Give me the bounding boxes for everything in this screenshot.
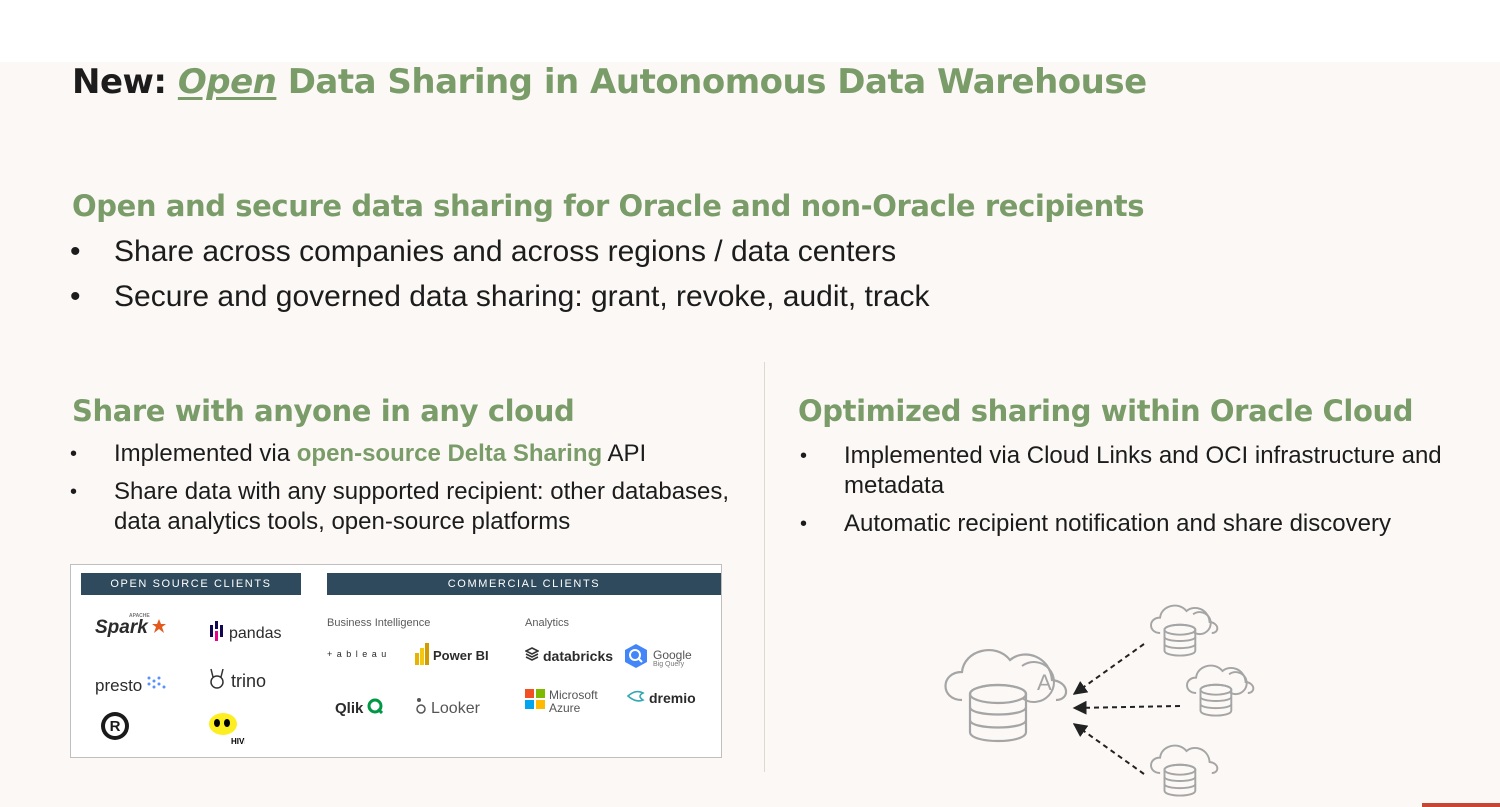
analytics-label: Analytics xyxy=(525,617,570,629)
bunny-icon xyxy=(207,668,227,695)
section-heading-any-cloud: Share with anyone in any cloud xyxy=(72,394,575,428)
cloud-sharing-diagram: A xyxy=(944,604,1255,797)
looker-icon xyxy=(415,697,427,720)
page-title: New: Open Data Sharing in Autonomous Dat… xyxy=(72,62,1147,102)
microsoft-azure-logo: Microsoft Azure xyxy=(525,689,598,714)
presto-dots-icon xyxy=(146,675,168,696)
databricks-logo: databricks xyxy=(524,647,613,664)
business-intelligence-label: Business Intelligence xyxy=(327,617,431,629)
power-bi-logo: Power BI xyxy=(415,643,489,668)
rust-gear-icon: R xyxy=(99,710,131,747)
oracle-red-accent xyxy=(1422,803,1500,807)
google-text: Google xyxy=(653,648,692,662)
rust-logo: R xyxy=(99,710,131,747)
spark-logo: Spark xyxy=(95,617,166,639)
star-icon xyxy=(151,617,166,639)
section1-bullet-list: Share across companies and across region… xyxy=(70,229,930,319)
hive-logo: HIVE xyxy=(205,710,250,751)
bigquery-icon xyxy=(623,643,649,674)
column-divider xyxy=(764,362,765,772)
qlik-q-icon xyxy=(367,698,384,718)
top-band xyxy=(0,0,1500,62)
cloud-database-icon xyxy=(1150,604,1219,657)
svg-text:A: A xyxy=(1037,670,1052,695)
list-item: Share across companies and across region… xyxy=(70,229,930,274)
commercial-clients-header: COMMERCIAL CLIENTS xyxy=(327,573,721,595)
dashed-arrow-icon xyxy=(1072,643,1145,695)
list-item: Implemented via Cloud Links and OCI infr… xyxy=(800,441,1480,501)
cloud-database-icon: A xyxy=(944,649,1068,742)
list-item: Share data with any supported recipient:… xyxy=(70,477,770,537)
google-bigquery-logo: Google Big Query xyxy=(623,643,692,674)
cloud-database-icon xyxy=(1186,664,1255,717)
dremio-fish-icon xyxy=(626,689,645,706)
section-heading-oracle-cloud: Optimized sharing within Oracle Cloud xyxy=(798,394,1414,428)
dashed-arrow-icon xyxy=(1072,723,1145,775)
power-bi-icon xyxy=(415,643,429,668)
looker-logo: Looker xyxy=(415,697,480,720)
clients-panel: OPEN SOURCE CLIENTS COMMERCIAL CLIENTS S… xyxy=(70,564,722,758)
open-source-clients-header: OPEN SOURCE CLIENTS xyxy=(81,573,301,595)
list-item: Automatic recipient notification and sha… xyxy=(800,509,1480,539)
dashed-arrow-icon xyxy=(1072,700,1181,715)
microsoft-text: Microsoft xyxy=(549,688,598,702)
azure-text: Azure xyxy=(549,700,581,715)
cloud-database-icon xyxy=(1150,744,1219,797)
hive-bee-icon: HIVE xyxy=(205,710,250,751)
oracle-cloud-bullet-list: Implemented via Cloud Links and OCI infr… xyxy=(800,441,1480,539)
qlik-logo: Qlik xyxy=(335,698,384,718)
presto-logo: presto xyxy=(95,675,168,696)
svg-text:R: R xyxy=(110,718,121,735)
section-heading-open-secure: Open and secure data sharing for Oracle … xyxy=(72,189,1145,223)
any-cloud-bullet-list: Implemented via open-source Delta Sharin… xyxy=(70,439,770,537)
trino-logo: trino xyxy=(207,668,266,695)
microsoft-squares-icon xyxy=(525,689,545,714)
tableau-logo: + a b l e a u xyxy=(327,649,388,659)
delta-sharing-highlight: open-source Delta Sharing xyxy=(296,440,603,467)
spark-tag: APACHE xyxy=(129,613,150,619)
bigquery-text: Big Query xyxy=(653,661,685,668)
svg-text:HIVE: HIVE xyxy=(231,737,245,746)
pandas-bars-icon xyxy=(209,621,225,646)
pandas-logo: pandas xyxy=(209,621,282,646)
dremio-logo: dremio xyxy=(626,689,696,706)
list-item: Secure and governed data sharing: grant,… xyxy=(70,274,930,319)
list-item: Implemented via open-source Delta Sharin… xyxy=(70,439,770,469)
databricks-icon xyxy=(524,647,540,664)
